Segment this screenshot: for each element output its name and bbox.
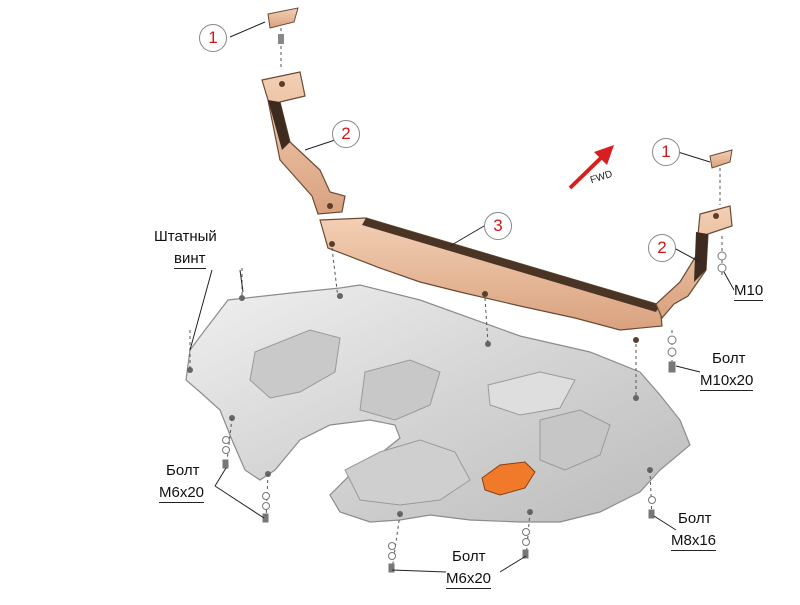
label-bolt-m6-bottom-line2: M6x20 bbox=[446, 570, 492, 589]
callout-1-left: 1 bbox=[199, 24, 227, 52]
skid-plate bbox=[185, 284, 691, 523]
label-shtatny-line1: Штатный bbox=[154, 228, 217, 245]
cross-member-bracket bbox=[319, 217, 663, 343]
callout-1-right: 1 bbox=[652, 138, 680, 166]
label-bolt-m8-line1: Болт bbox=[678, 510, 712, 527]
label-bolt-m6-left-line2: M6x20 bbox=[159, 484, 205, 503]
right-side-bracket bbox=[655, 205, 733, 320]
callout-2-left: 2 bbox=[332, 120, 360, 148]
left-top-plate bbox=[267, 7, 299, 70]
label-m10: M10 bbox=[734, 282, 764, 301]
label-shtatny-line2: винт bbox=[174, 250, 206, 269]
label-bolt-m10-line2: M10x20 bbox=[700, 372, 754, 391]
service-hatch bbox=[481, 461, 536, 496]
right-top-plate bbox=[709, 149, 733, 278]
fasteners bbox=[222, 335, 677, 573]
label-bolt-m8-line2: M8x16 bbox=[671, 532, 717, 551]
label-bolt-m6-bottom-line1: Болт bbox=[452, 548, 486, 565]
callout-2-right: 2 bbox=[648, 234, 676, 262]
label-bolt-m10-line1: Болт bbox=[712, 350, 746, 367]
left-side-bracket bbox=[261, 71, 346, 215]
leader-lines bbox=[189, 21, 735, 573]
callout-3: 3 bbox=[484, 212, 512, 240]
label-bolt-m6-left-line1: Болт bbox=[166, 462, 200, 479]
fwd-arrow bbox=[568, 145, 614, 190]
